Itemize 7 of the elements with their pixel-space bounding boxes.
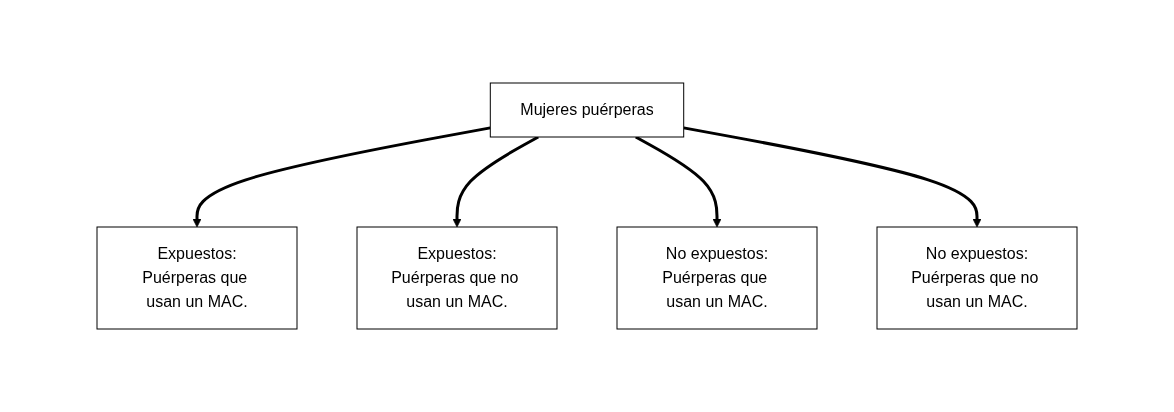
node-box: Mujeres puérperas [489, 82, 685, 138]
node-box: No expuestos: Puérperas que no usan un MAC. [876, 226, 1078, 330]
node-box: No expuestos: Puérperas que usan un MAC. [616, 226, 818, 330]
node-box: Expuestos: Puérperas que no usan un MAC. [356, 226, 558, 330]
node-box: Expuestos: Puérperas que usan un MAC. [96, 226, 298, 330]
arrow [192, 126, 491, 228]
arrow [683, 126, 982, 228]
